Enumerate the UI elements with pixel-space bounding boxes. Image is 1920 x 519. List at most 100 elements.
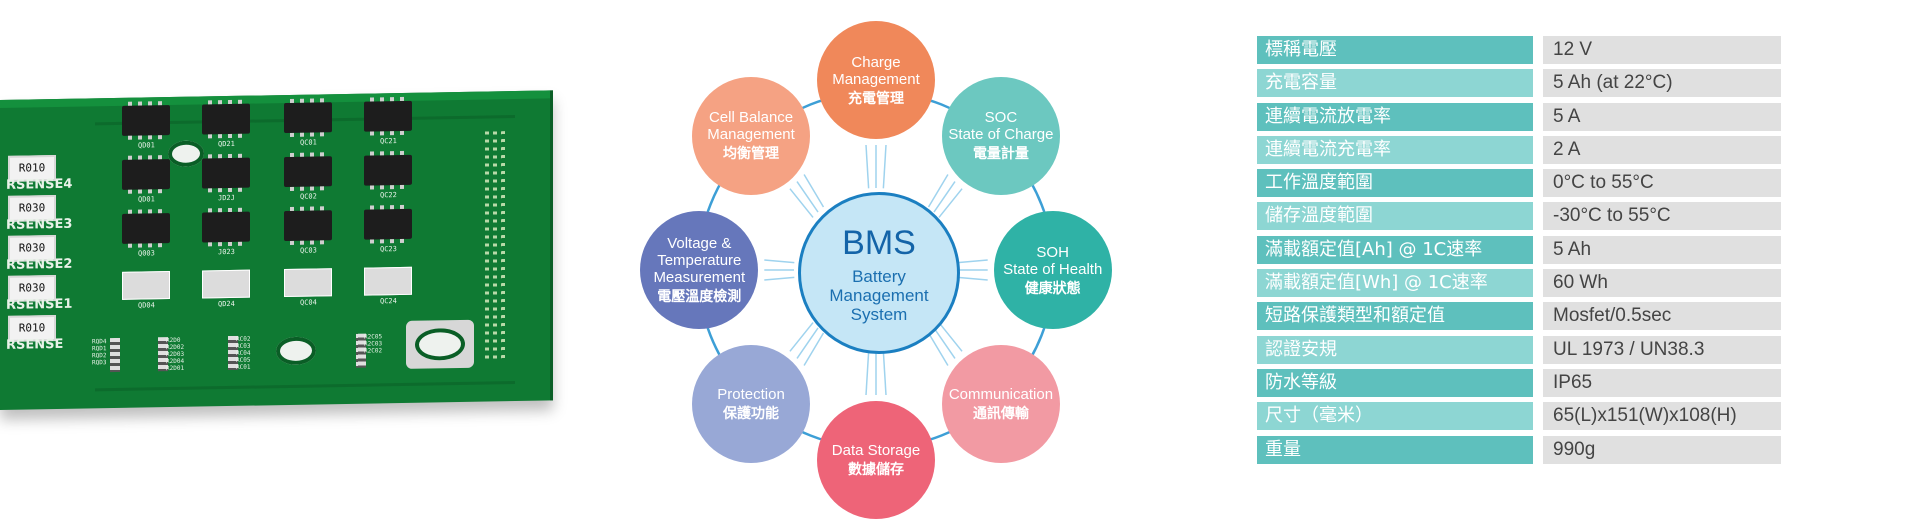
bms-node-en-text: Data Storage [831,442,921,459]
bms-node-en-text: Temperature [657,252,742,269]
spec-value: UL 1973 / UN38.3 [1543,335,1781,364]
bms-node-zh-text: 均衡管理 [723,145,780,162]
spec-key: 工作溫度範圍 [1257,169,1533,198]
chip-label: QC01 [300,138,317,147]
mosfet-chip [284,102,332,134]
bms-center-line3: System [850,304,908,324]
spec-value: 0°C to 55°C [1543,169,1781,198]
bms-connector-line [865,144,870,189]
mosfet-chip [364,154,412,186]
bms-node-en-text: Measurement [653,269,746,286]
chip-label: QD04 [138,301,155,310]
sense-resistor-label: RSENSE4 [6,176,73,193]
bms-connector-line [927,174,949,208]
pcb-edge [0,90,550,108]
bms-center-circle: BMS Battery Management System [798,192,960,354]
mounting-hole [276,336,316,366]
mosfet-chip [284,156,332,188]
spec-key: 標稱電壓 [1257,36,1533,64]
spec-key: 滿載額定值[Ah] @ 1C速率 [1257,235,1533,264]
bms-connector-line [957,259,988,264]
spec-value: 12 V [1543,36,1781,64]
spec-key: 連續電流放電率 [1257,102,1533,131]
spec-value: 990g [1543,435,1781,464]
bms-node-en-text: Protection [717,386,785,404]
smd-resistor-label: R2D01 [166,364,185,373]
bms-node-en-text: State of Health [1003,260,1103,278]
bms-connector-line [764,276,795,281]
chip-label: QC02 [300,192,317,201]
bms-node-en-text: Communication [948,386,1054,404]
mounting-hole [168,140,204,168]
bms-node-en-text: Charge [851,53,901,71]
mosfet-chip [202,211,250,243]
chip-label: QD01 [138,195,155,204]
spec-key: 重量 [1257,435,1533,464]
bms-connector-line [938,322,963,352]
mosfet-chip [122,105,170,136]
mosfet-pad [122,271,170,300]
bms-node-zh-text: 數據儲存 [848,461,904,477]
smd-resistor-array [110,337,120,373]
chip-label: QD01 [138,141,155,150]
bms-node-zh-text: 電量計量 [972,145,1029,162]
chip-label: J023 [218,247,235,257]
sense-resistor-label: RSENSE3 [6,216,73,233]
chip-label: QC23 [380,245,397,254]
mosfet-chip [284,210,332,242]
smd-resistor-label: RQD3 [92,359,107,367]
bms-node-en-text: SOC [984,109,1018,127]
spec-key: 防水等級 [1257,368,1533,397]
spec-key: 滿載額定值[Wh] @ 1C速率 [1257,269,1533,298]
spec-value: 2 A [1543,135,1781,164]
bms-node-zh-text: 通訊傳輸 [972,405,1029,422]
chip-label: QC21 [380,137,397,146]
bms-node-en-text: SOH [1036,243,1069,261]
spec-value: Mosfet/0.5sec [1543,302,1781,331]
bms-connector-line [803,174,825,208]
bms-connector-line [882,144,887,189]
spec-key: 尺寸（毫米） [1257,402,1533,431]
bms-connector-line [957,276,988,281]
mosfet-chip [364,100,412,132]
bms-connector-line [789,188,814,218]
bms-node-zh-text: 保護功能 [723,405,780,422]
chip-label: Q003 [138,249,155,258]
pcb-via-column [485,131,489,362]
pcb-trace [95,381,515,392]
smd-resistor-label: R2C02 [364,347,383,355]
sense-resistor-label: RSENSE1 [6,296,73,313]
mosfet-chip [122,159,170,190]
spec-value: IP65 [1543,368,1781,397]
chip-label: QD21 [218,139,235,149]
bms-connector-line [865,351,870,396]
bms-center-line2: Management [829,285,929,305]
spec-key: 充電容量 [1257,69,1533,98]
mosfet-pad [364,266,412,296]
bms-connector-line [803,332,825,366]
sense-resistor-label: RSENSE2 [6,256,73,273]
chip-label: QC22 [380,191,397,200]
bms-node-en-text: Cell Balance [708,109,794,127]
mosfet-pad [202,269,250,299]
bms-center-line1: Battery [852,266,906,286]
spec-key: 認證安規 [1257,335,1533,364]
chip-label: QD24 [218,299,235,309]
bms-connector-line [882,351,887,396]
chip-label: QC24 [380,297,397,306]
spec-value: 60 Wh [1543,269,1781,298]
bms-connector-line [933,181,956,213]
spec-key: 儲存溫度範圍 [1257,202,1533,231]
spec-value: 5 Ah (at 22°C) [1543,69,1781,98]
